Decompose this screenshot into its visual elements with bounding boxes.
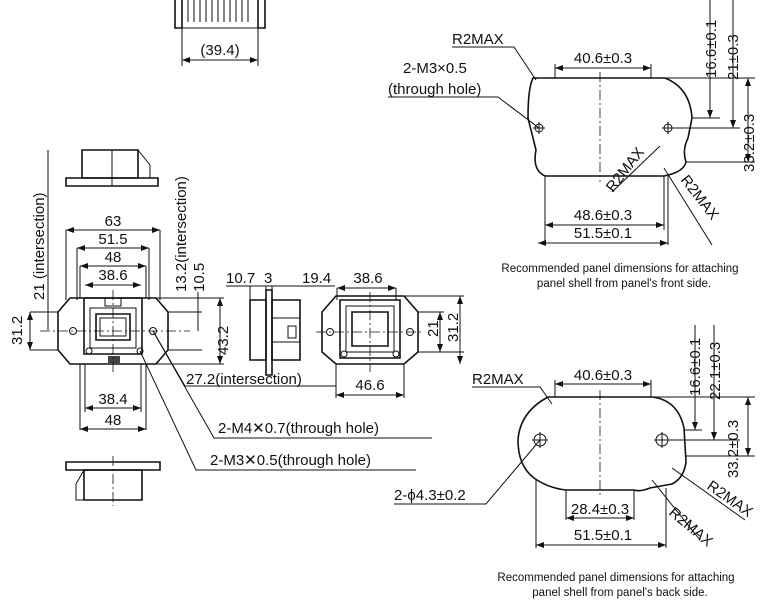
front-hole-line1: 2-M3×0.5 (403, 60, 467, 77)
main-v31-2: 31.2 (9, 316, 26, 345)
main-v10-5: 10.5 (191, 263, 208, 292)
top-width-label: (39.4) (200, 42, 239, 59)
side-t10-7: 10.7 (226, 270, 255, 287)
main-v13: 13.2(intersection) (173, 176, 190, 292)
main-w63: 63 (105, 213, 122, 230)
main-v43-2: 43.2 (215, 326, 232, 355)
main-front-view: 21 (intersection) 13.2(intersection) 63 … (9, 150, 432, 471)
side-t19-4: 19.4 (302, 270, 331, 287)
back-h21: 21 (425, 320, 442, 337)
front-panel-cutout: 40.6±0.3 R2MAX 2-M3×0.5 (through hole) 1… (388, 0, 758, 290)
top-view: (39.4) (174, 0, 266, 66)
back-h33: 33.2±0.3 (725, 420, 742, 478)
callout-m3: 2-M3✕0.5(through hole) (210, 452, 371, 469)
back-w-inner: 40.6±0.3 (574, 367, 632, 384)
front-r-mid: R2MAX (603, 144, 648, 195)
main-w51: 51.5 (98, 231, 127, 248)
back-w51: 51.5±0.1 (574, 527, 632, 544)
main-v21: 21 (intersection) (31, 192, 48, 300)
upper-profile-view (65, 149, 159, 187)
back-h31-2: 31.2 (445, 313, 462, 342)
back-hole: 2-ϕ4.3±0.2 (394, 487, 466, 504)
front-caption-1: Recommended panel dimensions for attachi… (501, 263, 738, 275)
main-w48b: 48 (105, 412, 122, 429)
front-w51: 51.5±0.1 (574, 225, 632, 242)
back-r-mid: R2MAX (665, 504, 716, 550)
back-r-top: R2MAX (472, 371, 524, 388)
back-h16: 16.6±0.1 (687, 338, 704, 396)
back-r-right: R2MAX (704, 477, 756, 521)
lower-profile-view (65, 456, 161, 506)
main-w27-2: 27.2(intersection) (186, 371, 302, 388)
back-view: 38.6 21 31.2 46.6 (316, 270, 464, 398)
main-w48: 48 (105, 249, 122, 266)
front-r-top: R2MAX (452, 31, 504, 48)
front-r-right: R2MAX (677, 172, 722, 223)
front-h33: 33.2±0.3 (741, 114, 758, 172)
back-panel-cutout: R2MAX 40.6±0.3 16.6±0.1 22.1±0.3 33.2±0.… (394, 325, 756, 599)
front-width-inner: 40.6±0.3 (574, 50, 632, 67)
front-caption-2: panel shell from panel's front side. (537, 278, 711, 290)
back-caption-1: Recommended panel dimensions for attachi… (497, 572, 734, 584)
back-h22: 22.1±0.3 (707, 342, 724, 400)
side-view: 10.7 3 19.4 (226, 270, 335, 376)
front-h21: 21±0.3 (725, 34, 742, 80)
front-w48: 48.6±0.3 (574, 207, 632, 224)
front-h16: 16.6±0.1 (703, 20, 720, 78)
back-w38-6: 38.6 (353, 270, 382, 287)
front-hole-line2: (through hole) (388, 81, 481, 98)
back-caption-2: panel shell from panel's back side. (532, 587, 707, 599)
back-w28: 28.4±0.3 (571, 501, 629, 518)
main-w38-4: 38.4 (98, 391, 127, 408)
back-w46-6: 46.6 (355, 377, 384, 394)
callout-m4: 2-M4✕0.7(through hole) (218, 420, 379, 437)
main-w38-6: 38.6 (98, 267, 127, 284)
side-t3: 3 (264, 270, 272, 287)
